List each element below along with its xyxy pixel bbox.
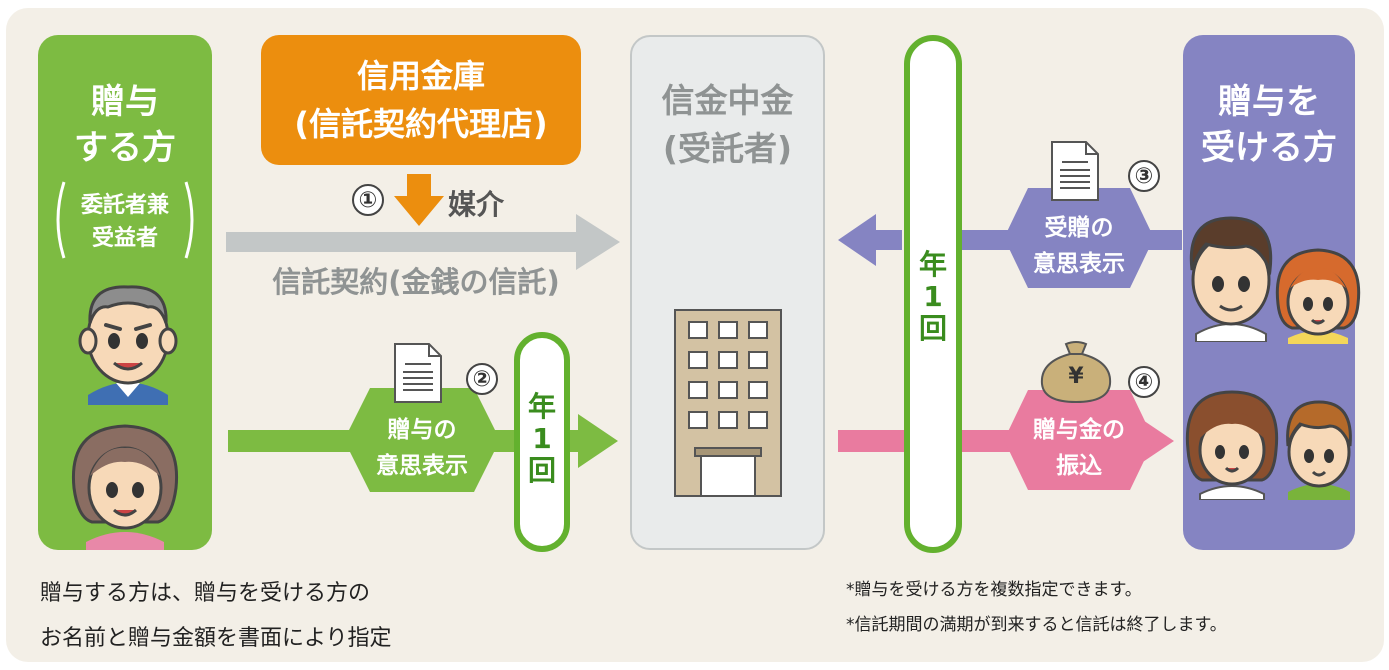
footer-right-line1: *贈与を受ける方を複数指定できます。 [846,580,1142,600]
step3-hexagon [1004,188,1154,288]
trustee-line1: 信金中金 [661,81,794,120]
transfer-arrow-tail-left [838,430,904,452]
giver-title-line1: 贈与 [91,82,159,122]
document-icon [394,343,442,403]
receiver-line1: 贈与を [1218,82,1320,122]
receiver-line2: 受ける方 [1201,128,1337,168]
elderly-woman-icon [71,424,179,550]
building-icon [674,309,782,497]
step4-line1: 贈与金の [1033,417,1125,443]
step2-line1: 贈与の [387,417,457,443]
once-a-year-line2: 1 [532,422,552,455]
footer-right-line2: *信託期間の満期が到来すると信託は終了します。 [846,615,1227,635]
giver-title-line2: する方 [74,128,176,168]
step1-number: ① [352,184,384,216]
step3-line2: 意思表示 [1033,251,1125,277]
giver-sub-parens [56,181,194,259]
money-symbol: ¥ [1068,364,1084,389]
once-a-year-right-line2: 1 [923,280,943,313]
once-a-year-line1: 年 [527,390,556,423]
step4-number: ④ [1128,366,1160,398]
step1-label: 媒介 [448,188,505,221]
woman-icon [1185,390,1279,500]
step1-down-arrow [394,174,444,226]
agent-line2: (信託契約代理店) [294,105,548,143]
giver-sub-line1: 委託者兼 [80,193,169,218]
money-bag-icon [1040,341,1112,404]
contract-label: 信託契約(金銭の信託) [272,265,560,299]
step3-number: ③ [1128,160,1160,192]
once-a-year-pill-right [904,35,962,553]
trustee-line2: (受託者) [662,129,793,168]
agent-line1: 信用金庫 [356,57,485,95]
giver-sub-line2: 受益者 [91,226,158,251]
step3-line1: 受贈の [1044,215,1114,241]
once-a-year-right-line3: 回 [918,312,947,345]
footer-left-line1: 贈与する方は、贈与を受ける方の [40,581,371,606]
step4-hexagon [1004,390,1154,490]
contract-arrow [226,214,620,270]
girl-icon [1275,248,1361,344]
step2-line2: 意思表示 [376,453,468,479]
step4-line2: 振込 [1056,453,1102,479]
once-a-year-right-line1: 年 [918,248,947,281]
elderly-man-icon [78,285,178,405]
receive-intent-arrow-head [838,214,902,266]
young-man-icon [1189,216,1273,342]
once-a-year-pill-left [514,332,570,552]
document-icon-2 [1051,141,1099,201]
footer-left-line2: お名前と贈与金額を書面により指定 [40,626,392,651]
step2-hexagon [344,388,500,492]
boy-icon [1286,400,1352,500]
agent-box [261,35,581,165]
step2-number: ② [466,363,498,395]
once-a-year-line3: 回 [527,454,556,487]
